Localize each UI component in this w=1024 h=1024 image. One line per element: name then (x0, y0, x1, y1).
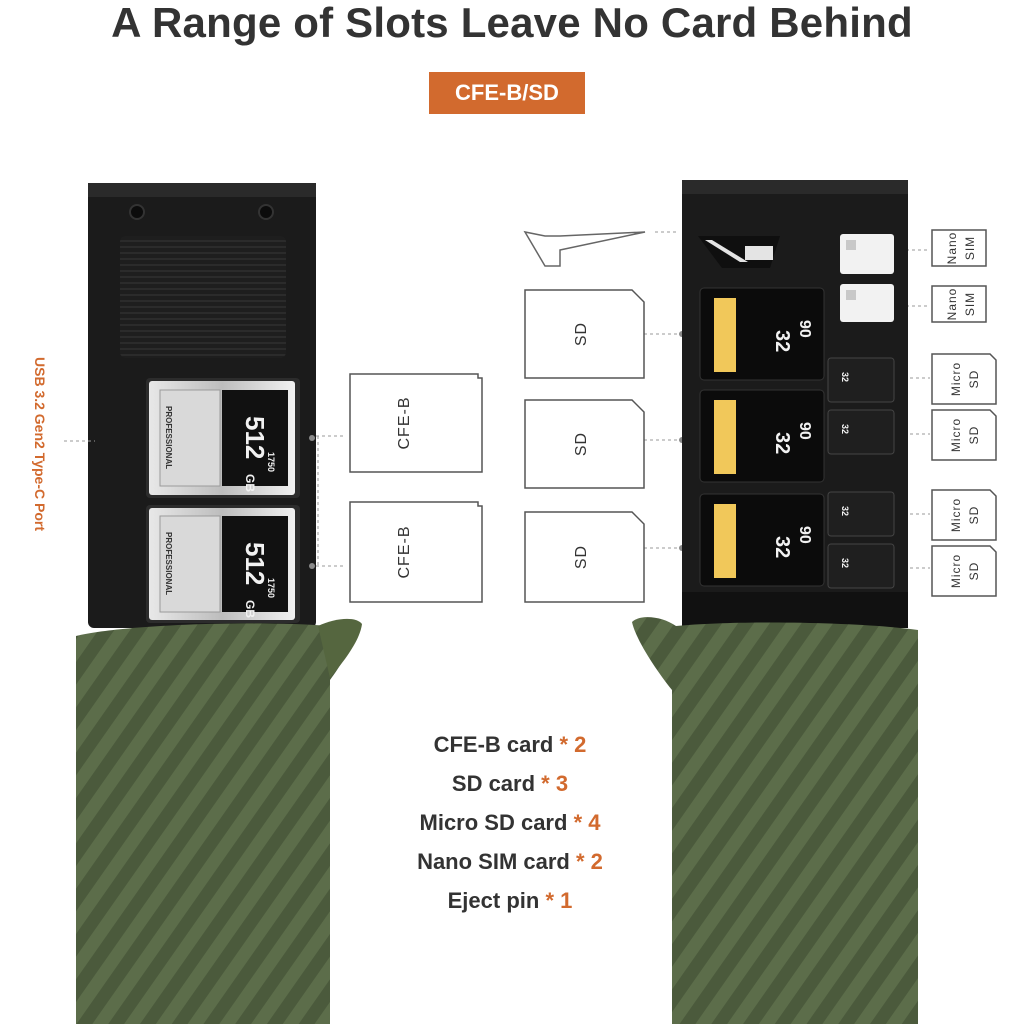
nano-sim-outlines (931, 229, 987, 323)
cfe-unit-2: GB (243, 600, 257, 618)
page-title: A Range of Slots Leave No Card Behind (111, 0, 913, 46)
sd-card-3 (699, 493, 825, 587)
screw-icon (129, 204, 145, 220)
cfe-unit-1: GB (243, 474, 257, 492)
sd-speed-2: 90 (796, 422, 813, 440)
eject-pin-outline (523, 230, 646, 267)
cfe-brand-2: PROFESSIONAL (164, 532, 173, 595)
legend-item-eject-pin: Eject pin * 1 (447, 888, 573, 913)
cfe-speed-2: 1750 (266, 578, 276, 598)
legend-item-cfe-b: CFE-B card * 2 (433, 732, 587, 757)
leader-lines (64, 231, 930, 569)
screw-icon (258, 204, 274, 220)
micro-capacity-2: 32 (840, 424, 850, 434)
cfe-b-card-1 (146, 378, 300, 498)
cfe-speed-1: 1750 (266, 452, 276, 472)
legend-item-sd: SD card * 3 (451, 771, 569, 796)
right-case (632, 180, 918, 1024)
cfe-capacity-2: 512 (240, 542, 270, 585)
cfe-b-card-2 (146, 505, 300, 623)
cfe-b-outlines (349, 373, 483, 603)
legend-item-micro-sd: Micro SD card * 4 (419, 810, 601, 835)
left-grip (76, 622, 361, 1024)
sd-capacity-3: 32 (771, 536, 793, 558)
sd-speed-3: 90 (796, 526, 813, 544)
nano-sim-card (840, 284, 894, 322)
right-grip (632, 617, 918, 1024)
format-badge: CFE-B/SD (429, 72, 585, 114)
micro-capacity-4: 32 (840, 558, 850, 568)
sd-card-2 (699, 389, 825, 483)
micro-capacity-1: 32 (840, 372, 850, 382)
vent-grill (120, 236, 286, 358)
legend-item-nano-sim: Nano SIM card * 2 (417, 849, 603, 874)
micro-sd-cards (827, 357, 895, 589)
left-case (76, 183, 362, 1024)
micro-capacity-3: 32 (840, 506, 850, 516)
cfe-brand-1: PROFESSIONAL (164, 406, 173, 469)
sd-capacity-2: 32 (771, 432, 793, 454)
cfe-capacity-1: 512 (240, 416, 270, 459)
sd-card-1 (699, 287, 825, 381)
sd-outlines (524, 289, 645, 603)
micro-sd-outlines (931, 353, 997, 597)
sd-speed-1: 90 (796, 320, 813, 338)
sd-capacity-1: 32 (771, 330, 793, 352)
